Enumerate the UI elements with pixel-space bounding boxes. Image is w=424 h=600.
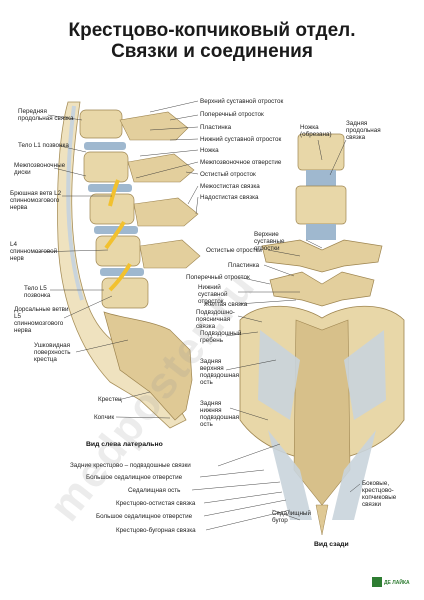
label-spinous-processes: Остистые отростки (206, 247, 262, 254)
label-sacrospinous-ligament: Крестцово-остистая связка (116, 500, 196, 507)
label-pedicle-cut: Ножка (обрезана) (300, 124, 332, 138)
label-posterior-inferior-iliac-spine: Задняя нижняя подвздошная ость (200, 400, 240, 428)
logo-icon (372, 577, 382, 587)
label-lamina: Пластинка (200, 124, 232, 131)
label-anterior-longitudinal-ligament: Передняя продольная связка (18, 108, 74, 122)
label-ischial-tuberosity: Седалищный бугор (272, 510, 311, 524)
label-sacrotuberous-ligament: Крестцово-бугорная связка (116, 527, 196, 534)
label-posterior-longitudinal-ligament: Задняя продольная связка (346, 120, 381, 141)
label-inferior-articular-process: Нижний суставной отросток (200, 136, 282, 143)
page-title: Крестцово-копчиковый отдел. Связки и сое… (0, 20, 424, 62)
label-supraspinous-ligament: Надостистая связка (200, 194, 259, 201)
posterior-spine-illustration (239, 133, 405, 536)
title-line-1: Крестцово-копчиковый отдел. (68, 20, 356, 41)
label-auricular-surface: Ушковидная поверхность крестца (34, 342, 71, 363)
label-transverse-process-right: Поперечный отросток (186, 274, 250, 281)
label-spinous-process: Остистый отросток (200, 171, 256, 178)
label-superior-articular-process: Верхний суставной отросток (200, 98, 284, 105)
label-transverse-process: Поперечный отросток (200, 111, 264, 118)
caption-lateral-view: Вид слева латерально (86, 441, 163, 448)
label-lateral-sacrococcygeal-ligaments: Боковые, крестцово-копчиковые связки (362, 480, 397, 508)
label-greater-sciatic-foramen-2: Большое седалищное отверстие (96, 513, 193, 520)
label-coccyx: Копчик (94, 414, 115, 421)
leader-lines (33, 100, 361, 531)
label-interspinous-ligament: Межостистая связка (200, 183, 260, 190)
label-inferior-articular-process-right: Нижний суставной отросток (198, 284, 228, 305)
label-intervertebral-foramen: Межпозвоночное отверстие (200, 159, 282, 166)
label-lamina-right: Пластинка (228, 262, 260, 269)
caption-posterior-view: Вид сзади (314, 541, 349, 548)
label-l5-body: Тело L5 позвонка (24, 285, 51, 299)
label-l2-ventral-ramus: Брюшная ветв L2 спинномозгового нерва (10, 190, 62, 211)
label-l1-body: Тело L1 позвонка (18, 142, 69, 149)
label-ligamentum-flavum: Желтая связка (204, 301, 248, 308)
logo: ДЕ ЛАЙКА (384, 580, 410, 586)
lateral-spine-illustration (57, 101, 201, 429)
label-iliolumbar-ligament: Подвздошно-поясничная связка (196, 309, 235, 330)
label-iliac-crest: Подвздошный гребень (200, 330, 242, 344)
label-sacrum: Крестец (98, 396, 122, 403)
label-superior-articular-processes: Верхние суставные отростки (254, 231, 285, 252)
label-pedicle: Ножка (200, 147, 219, 154)
title-line-2: Связки и соединения (111, 41, 313, 62)
label-posterior-superior-iliac-spine: Задняя верхняя подвздошная ость (200, 358, 240, 386)
label-l5-dorsal-rami: Дорсальные ветви L5 спинномозгового нерв… (14, 306, 69, 334)
label-l4-spinal-nerve: L4 спинномозговой нерв (10, 241, 58, 262)
label-greater-sciatic-foramen-1: Большое седалищное отверстие (86, 474, 183, 481)
label-ischial-spine: Седалищная ость (128, 487, 181, 494)
label-posterior-sacroiliac-ligaments: Задние крестцово – подвздошные связки (70, 462, 191, 469)
label-intervertebral-discs: Межпозвоночные диски (14, 162, 66, 176)
